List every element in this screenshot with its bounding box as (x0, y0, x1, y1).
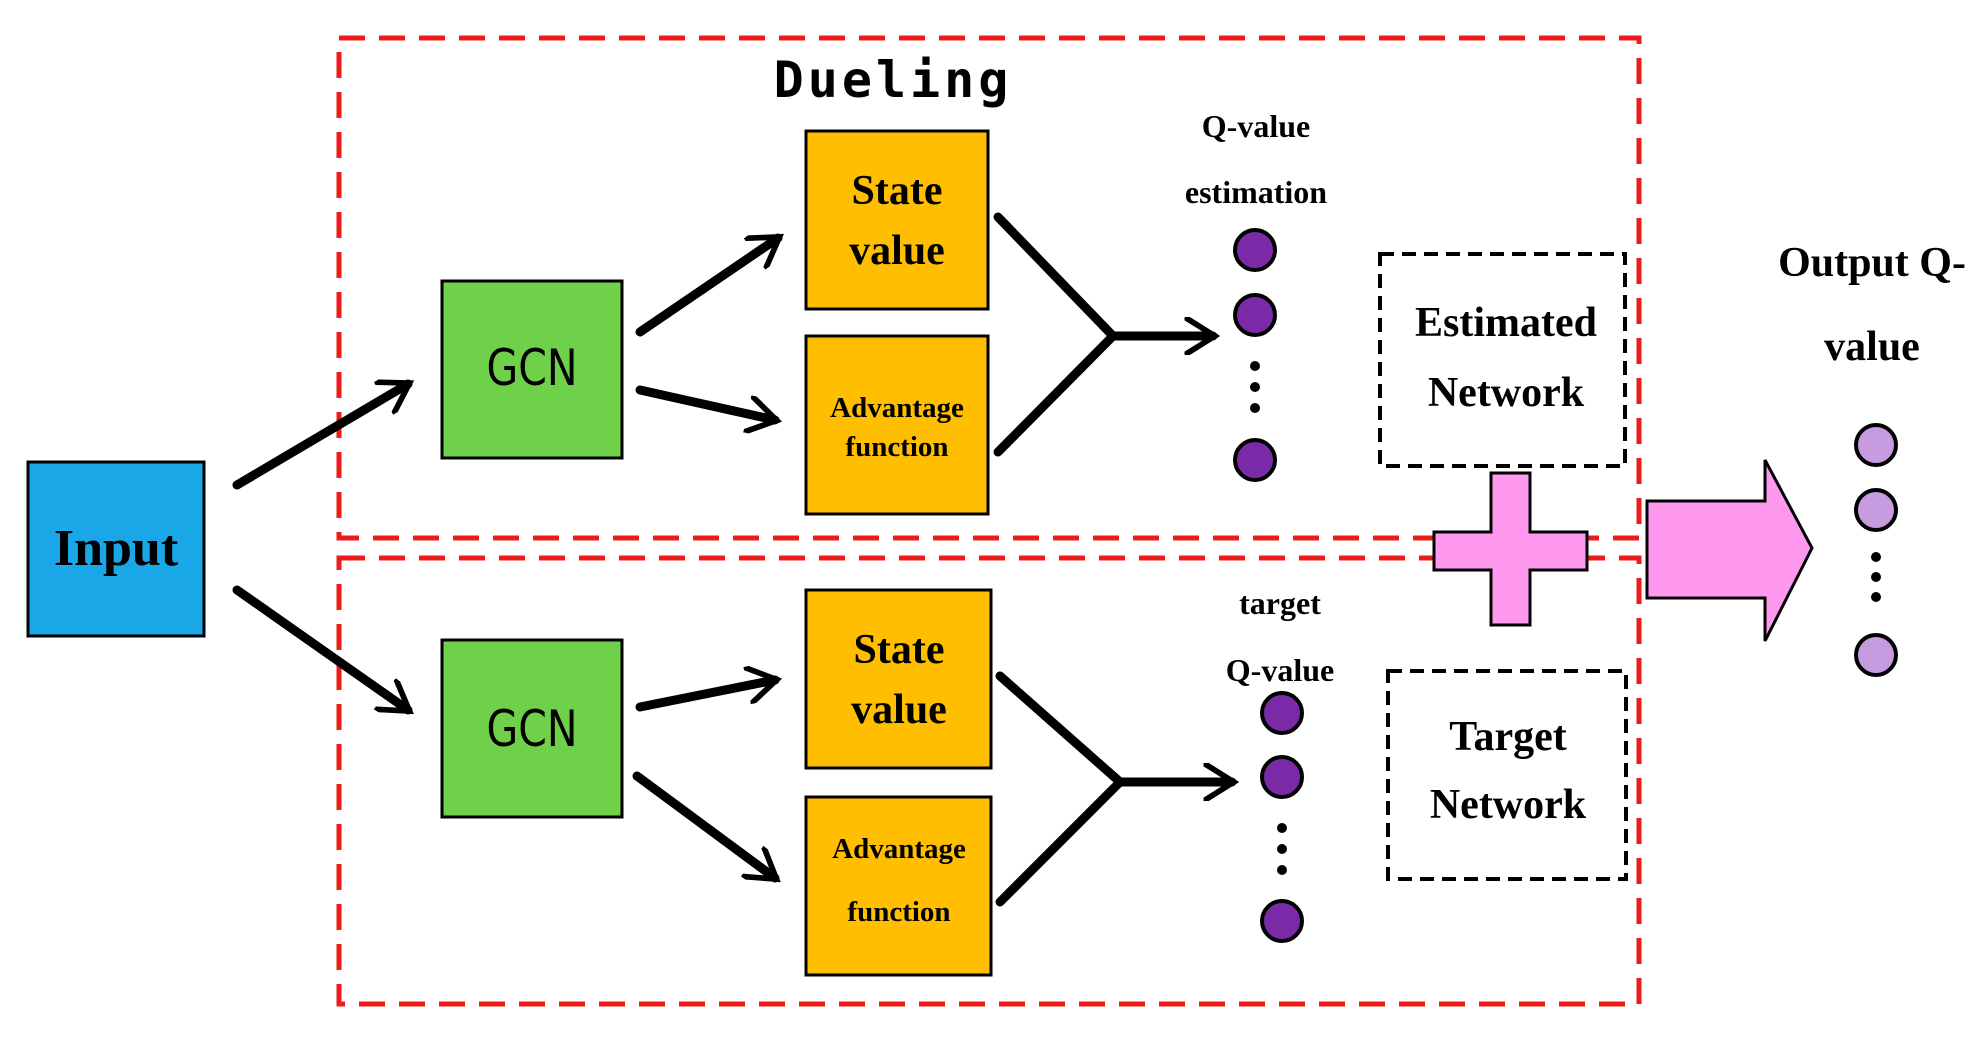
output-node-3 (1854, 633, 1898, 677)
merge-connector-bottom (995, 671, 1127, 907)
gcn-block-bottom (440, 638, 624, 819)
dueling-title: Dueling (774, 51, 1013, 109)
arrow-gcn-to-state-bottom (635, 680, 775, 712)
q-value-estimation-label-1: Q-value (1202, 108, 1310, 144)
state-value-label-top-1: State (852, 168, 943, 214)
output-q-value-label-2: value (1824, 324, 1920, 370)
estimated-network-box (1378, 252, 1627, 468)
q-node-top-1 (1233, 228, 1277, 272)
state-value-block-top (804, 129, 990, 311)
gcn-label-top: GCN (486, 339, 577, 397)
vertical-ellipsis-icon (1250, 361, 1260, 413)
advantage-block-bottom (804, 795, 993, 977)
advantage-label-bottom-1: Advantage (832, 833, 966, 865)
advantage-label-top-2: function (845, 431, 948, 463)
arrow-gcn-to-state-top (635, 233, 778, 337)
input-block (26, 460, 206, 638)
output-node-2 (1854, 488, 1898, 532)
state-value-label-bottom-1: State (854, 627, 945, 673)
q-node-bottom-3 (1260, 899, 1304, 943)
gcn-label-bottom: GCN (486, 700, 577, 758)
input-label: Input (54, 520, 179, 577)
target-network-label-1: Target (1449, 714, 1566, 760)
right-arrow-icon (1645, 459, 1814, 642)
state-value-label-bottom-2: value (851, 687, 947, 733)
state-value-label-top-2: value (849, 228, 945, 274)
advantage-block-top (804, 334, 990, 516)
state-value-block-bottom (804, 588, 993, 770)
target-q-value-label-2: Q-value (1226, 652, 1334, 688)
gcn-block-top (440, 279, 624, 460)
arrow-gcn-to-advantage-top (635, 385, 775, 420)
target-network-label-2: Network (1430, 782, 1587, 828)
estimated-network-label-2: Network (1428, 370, 1585, 416)
advantage-label-bottom-2: function (847, 896, 950, 928)
estimated-network-label-1: Estimated (1415, 300, 1597, 346)
arrow-input-to-gcn-bottom (232, 585, 408, 715)
q-node-top-3 (1233, 438, 1277, 482)
plus-icon (1432, 471, 1589, 627)
arrow-input-to-gcn-top (232, 384, 408, 490)
advantage-label-top-1: Advantage (830, 392, 964, 424)
dueling-section-top (336, 35, 1642, 541)
q-value-estimation-label-2: estimation (1185, 174, 1327, 210)
vertical-ellipsis-icon (1277, 823, 1287, 875)
arrow-gcn-to-advantage-bottom (632, 771, 775, 883)
q-node-top-2 (1233, 293, 1277, 337)
vertical-ellipsis-icon (1871, 552, 1881, 602)
dueling-section-bottom (336, 555, 1642, 1007)
output-q-value-label-1: Output Q- (1778, 240, 1966, 286)
output-node-1 (1854, 423, 1898, 467)
merge-connector-top (993, 212, 1120, 457)
q-node-bottom-2 (1260, 755, 1304, 799)
target-q-value-label-1: target (1239, 585, 1321, 621)
q-node-bottom-1 (1260, 691, 1304, 735)
target-network-box (1386, 669, 1628, 881)
